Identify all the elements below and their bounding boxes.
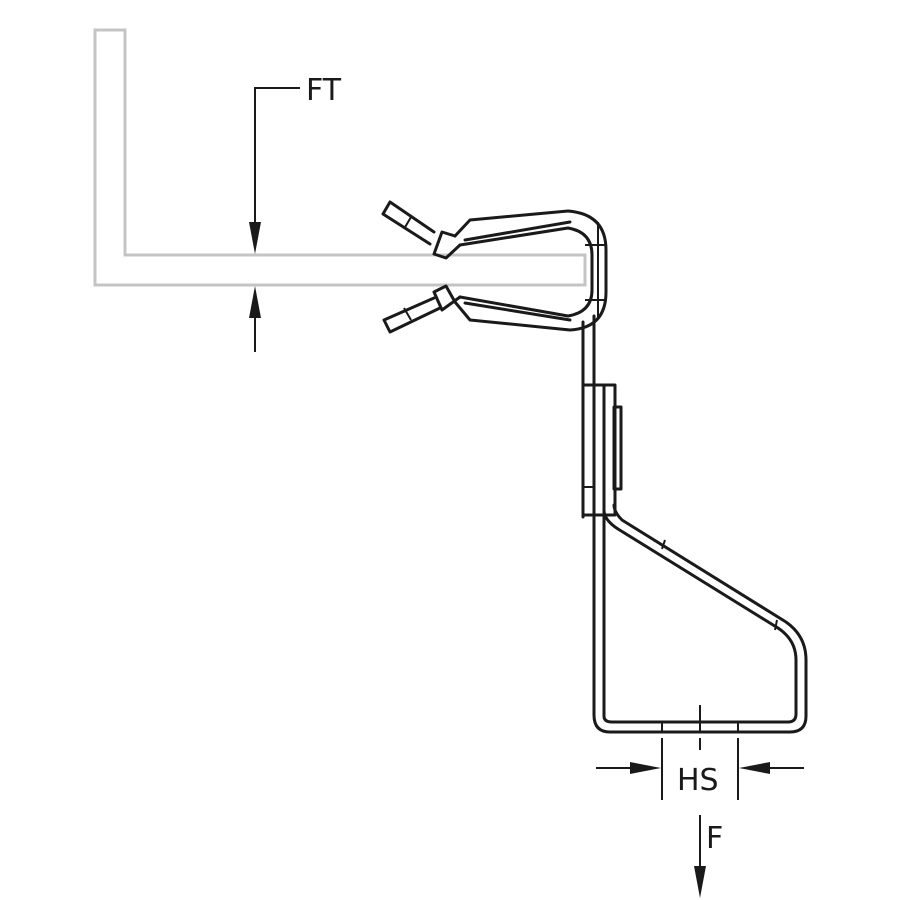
force-label: F	[706, 821, 723, 856]
mounting-bracket	[581, 383, 808, 734]
flange-panel	[93, 28, 587, 287]
ft-dimension: FT	[249, 73, 342, 352]
spring-clip	[381, 200, 608, 519]
hs-dimension: HS	[596, 738, 804, 800]
force-arrow: F	[694, 815, 723, 898]
hs-label: HS	[677, 763, 719, 798]
ft-label: FT	[306, 73, 342, 108]
